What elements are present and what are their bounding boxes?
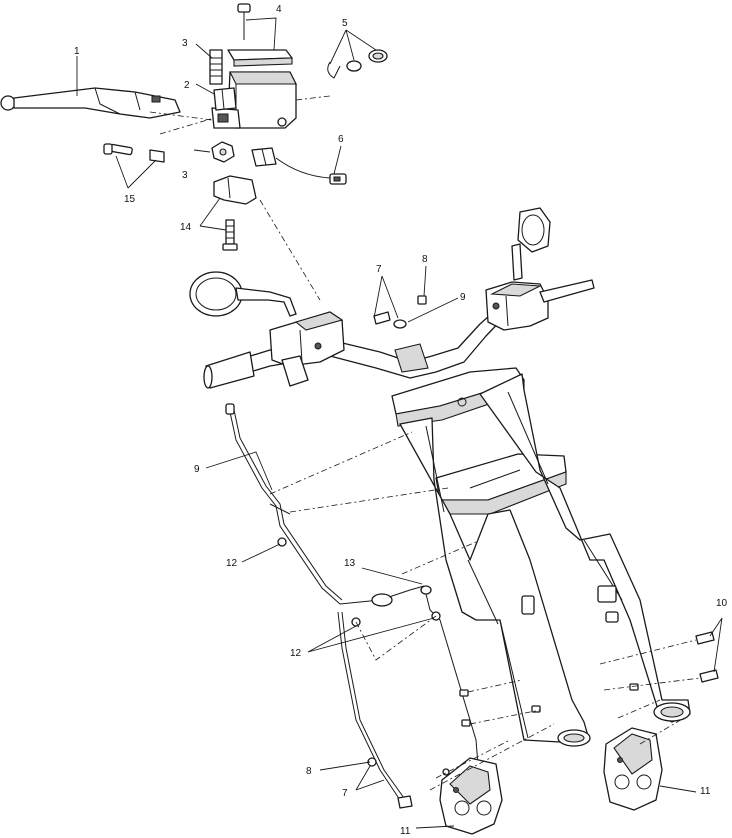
right-mirror bbox=[511, 207, 551, 281]
callout-1: 1 bbox=[74, 46, 80, 57]
callout-13: 13 bbox=[344, 558, 356, 569]
brake-hose-right bbox=[337, 585, 481, 809]
leader-lines bbox=[76, 17, 723, 829]
right-fork-leg bbox=[479, 373, 691, 723]
callout-3-nut: 3 bbox=[182, 170, 188, 181]
brake-switch bbox=[251, 147, 347, 185]
right-grip-controls bbox=[485, 279, 595, 331]
callout-3-top: 3 bbox=[182, 38, 188, 49]
alignment-lines bbox=[149, 95, 701, 791]
callout-8-top: 8 bbox=[422, 254, 428, 265]
callout-11-left: 11 bbox=[400, 826, 411, 837]
callout-10: 10 bbox=[716, 598, 728, 609]
callout-labels: 1 2 3 3 4 5 6 15 14 7 8 9 9 12 13 12 10 … bbox=[74, 4, 728, 837]
reservoir-cap bbox=[227, 3, 293, 67]
callout-12-upper: 12 bbox=[226, 558, 238, 569]
caliper-bolts bbox=[459, 631, 719, 727]
callout-9-left: 9 bbox=[194, 464, 200, 475]
left-grip-controls bbox=[203, 311, 345, 389]
master-cylinder bbox=[211, 71, 297, 129]
callout-4: 4 bbox=[276, 4, 282, 15]
callout-11-right: 11 bbox=[700, 786, 711, 797]
callout-2: 2 bbox=[184, 80, 190, 91]
right-caliper bbox=[603, 727, 663, 811]
callout-9-right: 9 bbox=[460, 292, 466, 303]
callout-6: 6 bbox=[338, 134, 344, 145]
left-mirror bbox=[189, 271, 297, 317]
callout-8-bottom: 8 bbox=[306, 766, 312, 777]
callout-15: 15 bbox=[124, 194, 136, 205]
callout-14: 14 bbox=[180, 222, 192, 233]
left-fork-leg bbox=[399, 417, 591, 747]
callout-12-lower: 12 bbox=[290, 648, 302, 659]
brake-hose-left bbox=[225, 403, 425, 607]
piston-assembly bbox=[209, 49, 237, 111]
callout-5: 5 bbox=[342, 18, 348, 29]
left-caliper bbox=[439, 757, 503, 835]
handlebar-clamp bbox=[213, 175, 257, 251]
callout-7-top: 7 bbox=[376, 264, 382, 275]
clip-set bbox=[327, 49, 388, 79]
brake-lever bbox=[0, 87, 181, 119]
lock-nut bbox=[211, 141, 235, 163]
callout-7-bottom: 7 bbox=[342, 788, 348, 799]
mounting-screws bbox=[103, 143, 165, 163]
